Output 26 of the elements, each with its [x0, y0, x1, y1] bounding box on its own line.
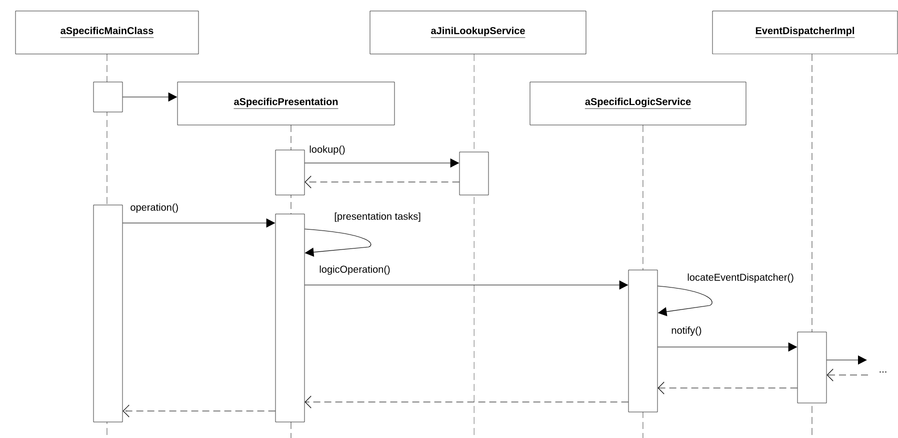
message-label: locateEventDispatcher() [686, 272, 795, 284]
activation-bar [628, 270, 658, 412]
object-box: aSpecificMainClass [15, 10, 199, 54]
message-label: logicOperation() [318, 264, 392, 276]
object-box: aJiniLookupService [370, 10, 586, 54]
message-label: notify() [670, 325, 703, 337]
message-arrow [304, 176, 460, 188]
message-arrow [304, 396, 629, 408]
message-arrow [657, 286, 712, 316]
message-label: operation() [129, 202, 180, 214]
message-arrow [658, 382, 798, 394]
message-label: lookup() [308, 144, 346, 156]
message-label: [presentation tasks] [333, 211, 422, 223]
activation-bar [275, 214, 305, 422]
object-box: aSpecificLogicService [530, 82, 746, 126]
continuation-label: ... [880, 371, 886, 373]
message-arrow [122, 404, 276, 418]
activation-bar [797, 332, 827, 404]
object-box: aSpecificPresentation [177, 82, 395, 126]
activation-bar [93, 204, 123, 422]
message-arrow [826, 368, 868, 382]
activation-bar [459, 152, 489, 196]
object-box: EventDispatcherImpl [712, 10, 898, 54]
message-arrow [304, 228, 372, 257]
activation-bar [275, 150, 305, 196]
activation-bar [93, 82, 123, 112]
